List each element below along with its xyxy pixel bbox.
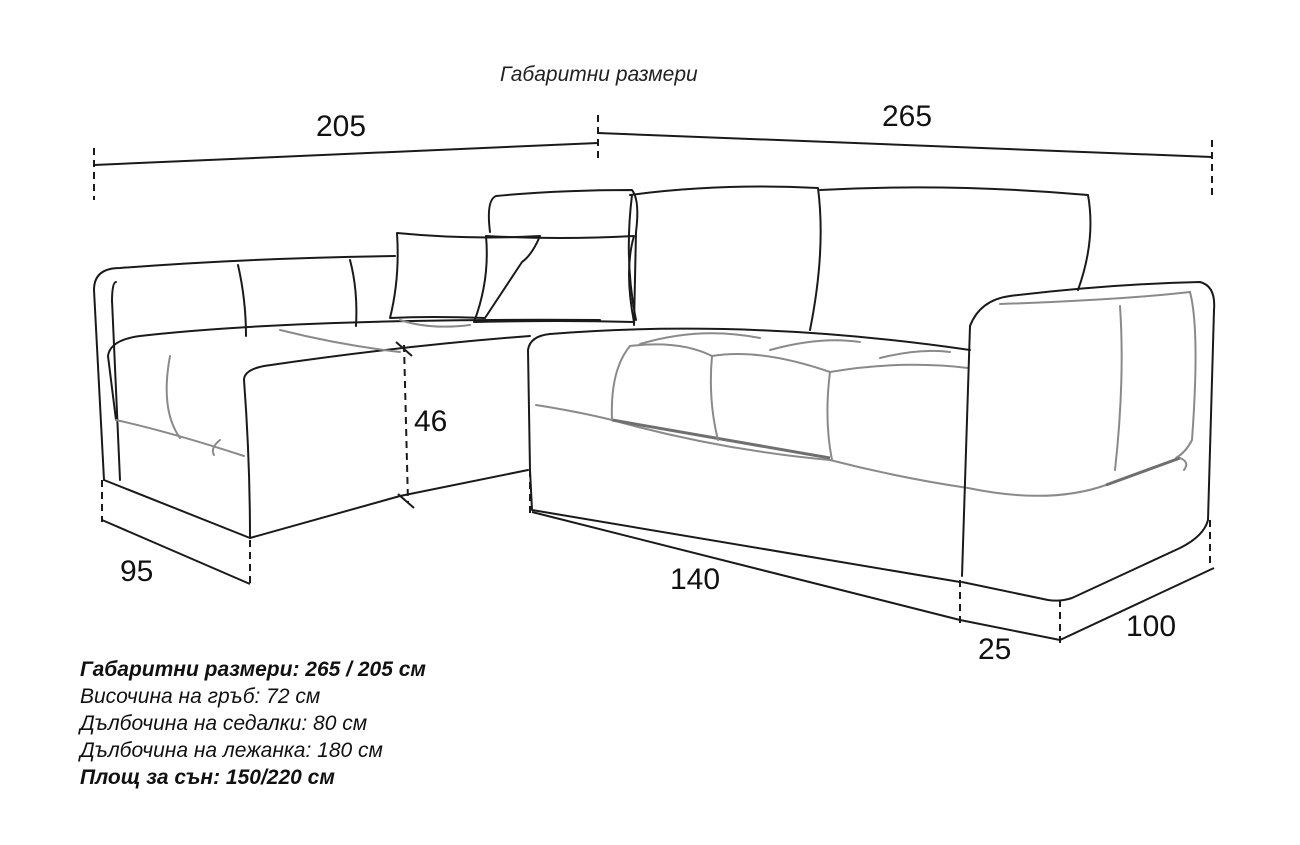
- throw-pillows: [389, 232, 635, 323]
- dimension-seat-width: 140: [670, 563, 721, 596]
- chaise-section: [93, 255, 601, 539]
- seat-height-dimension: [395, 341, 415, 509]
- spec-seat-depth: Дълбочина на седалки: 80 см: [80, 712, 368, 735]
- right-armrest: [961, 281, 1216, 602]
- dimension-sofa-depth: 100: [1126, 610, 1177, 643]
- drawing-title: Габаритни размери: [500, 63, 698, 86]
- main-sofa-section: [527, 327, 1107, 583]
- dimension-armrest-width: 25: [978, 633, 1012, 666]
- dimension-total-left: 205: [316, 110, 367, 143]
- dimension-chaise-depth: 95: [120, 555, 154, 588]
- dimension-total-right: 265: [882, 100, 933, 133]
- back-cushions: [487, 185, 1092, 331]
- dimension-seat-height: 46: [414, 405, 448, 438]
- spec-chaise-length: Дълбочина на лежанка: 180 см: [80, 739, 383, 762]
- overall-dimension-lines: [93, 115, 1213, 200]
- bottom-dimension-lines: [101, 470, 1215, 645]
- spec-back-height: Височина на гръб: 72 см: [80, 685, 321, 708]
- spec-sleep-area: Площ за сън: 150/220 см: [80, 766, 335, 789]
- spec-overall: Габаритни размери: 265 / 205 см: [80, 658, 426, 681]
- specifications-list: Габаритни размери: 265 / 205 см Височина…: [80, 656, 426, 791]
